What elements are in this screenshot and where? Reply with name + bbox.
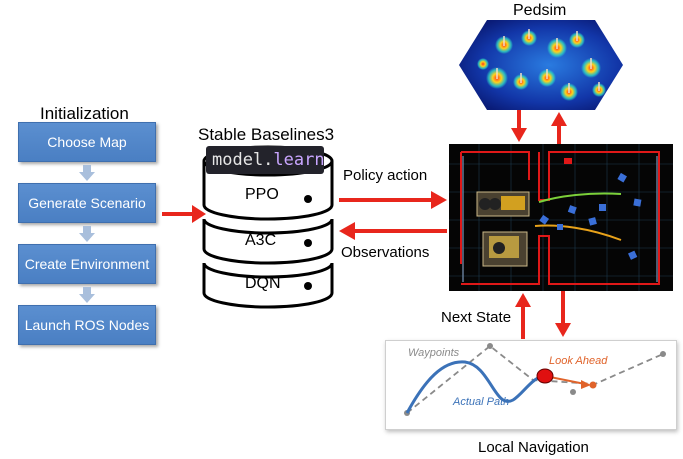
- step-choose-map: Choose Map: [18, 122, 156, 162]
- simulation-view-image: [449, 144, 673, 291]
- step-label: Choose Map: [47, 134, 127, 150]
- stable-baselines-title: Stable Baselines3: [198, 125, 335, 144]
- waypoints-label: Waypoints: [408, 347, 460, 359]
- down-arrow-icon: [79, 226, 95, 242]
- step-launch-ros-nodes: Launch ROS Nodes: [18, 305, 156, 345]
- step-label: Launch ROS Nodes: [24, 317, 150, 333]
- code-method: learn: [273, 150, 324, 170]
- down-arrow-icon: [79, 165, 95, 181]
- local-navigation-title: Local Navigation: [478, 439, 589, 456]
- step-generate-scenario: Generate Scenario: [18, 183, 156, 223]
- step-create-environment: Create Environment: [18, 244, 156, 284]
- code-snippet: model.learn: [206, 146, 324, 174]
- algorithm-a3c: A3C: [245, 232, 277, 249]
- pedsim-title: Pedsim: [513, 2, 567, 19]
- pedsim-heatmap-image: [459, 20, 623, 110]
- algorithm-dqn: DQN: [245, 275, 281, 292]
- next-state-label: Next State: [441, 309, 512, 326]
- policy-action-label: Policy action: [343, 167, 428, 184]
- actual-path-label: Actual Path: [453, 396, 510, 408]
- local-nav-arrow-icon: [555, 291, 571, 337]
- look-ahead-label: Look Ahead: [549, 355, 608, 367]
- step-label: Create Environment: [24, 256, 150, 272]
- observations-label: Observations: [341, 244, 430, 261]
- arrow-to-baselines-icon: [162, 205, 206, 223]
- arrow-down-to-sim-icon: [511, 110, 527, 142]
- step-label: Generate Scenario: [28, 195, 146, 211]
- arrow-up-to-pedsim-icon: [551, 112, 567, 144]
- initialization-title: Initialization: [40, 104, 129, 123]
- observations-arrow-icon: [339, 222, 447, 240]
- next-state-arrow-icon: [515, 293, 531, 339]
- code-keyword: model.: [212, 150, 274, 170]
- algorithm-ppo: PPO: [245, 186, 279, 203]
- down-arrow-icon: [79, 287, 95, 303]
- local-navigation-diagram: [404, 343, 666, 416]
- policy-action-arrow-icon: [339, 191, 447, 209]
